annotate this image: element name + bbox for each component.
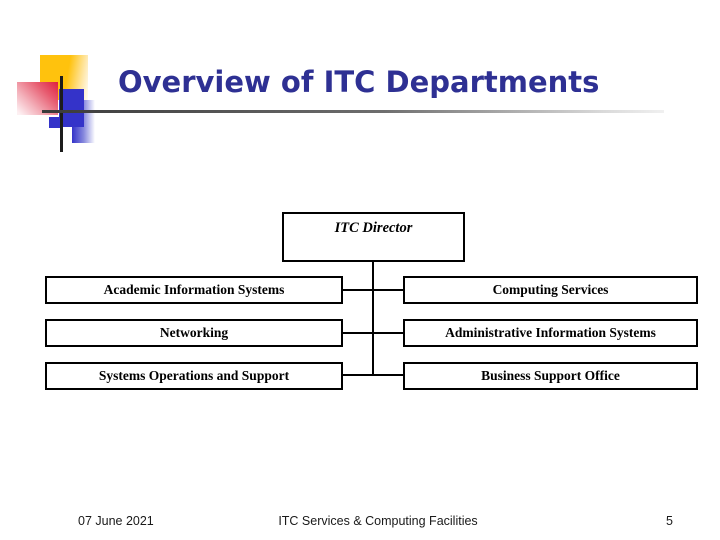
decor-red-gradient-square [17,82,58,115]
org-box-networking: Networking [45,319,343,347]
org-chart-spine-connector [372,261,374,376]
org-box-business-support-office: Business Support Office [403,362,698,390]
footer-date: 07 June 2021 [78,514,154,528]
org-chart-row3-connector [343,374,403,376]
slide-title: Overview of ITC Departments [118,65,600,99]
org-box-itc-director: ITC Director [282,212,465,262]
org-box-computing-services: Computing Services [403,276,698,304]
org-box-academic-information-systems: Academic Information Systems [45,276,343,304]
decor-blue-square [59,89,84,127]
org-box-systems-operations-and-support: Systems Operations and Support [45,362,343,390]
footer-title: ITC Services & Computing Facilities [278,514,478,528]
org-chart-row1-connector [343,289,403,291]
org-chart-row2-connector [343,332,403,334]
footer-page-number: 5 [666,514,673,528]
org-box-administrative-information-systems: Administrative Information Systems [403,319,698,347]
decor-vertical-line [60,76,63,152]
decor-blue-small-square [49,117,61,128]
title-underline-rule [42,110,664,113]
